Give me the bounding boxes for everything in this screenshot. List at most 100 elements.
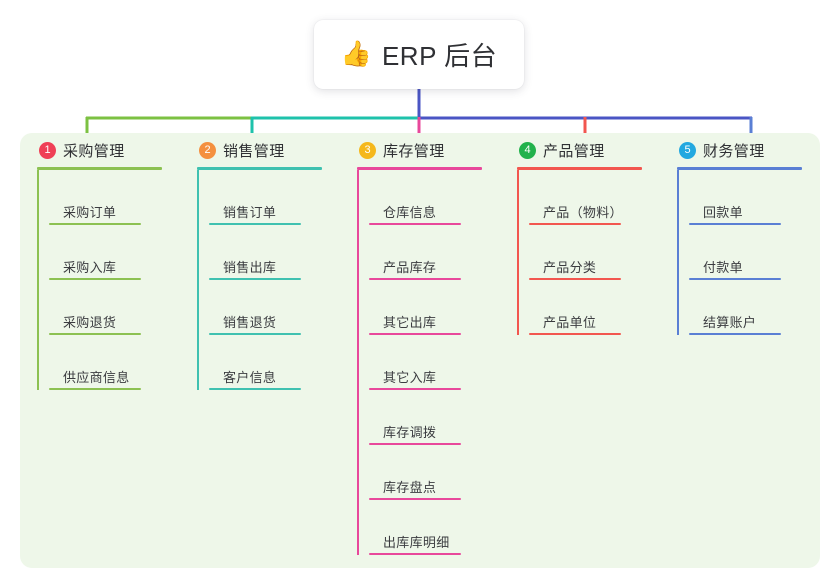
- leaf-item[interactable]: 其它出库: [369, 280, 500, 335]
- leaf-label: 库存调拨: [383, 425, 437, 440]
- leaf-item[interactable]: 产品分类: [529, 225, 660, 280]
- column-header-4[interactable]: 4 产品管理: [517, 133, 660, 167]
- leaf-label: 采购退货: [63, 315, 117, 330]
- leaf-label: 结算账户: [703, 315, 757, 330]
- column-badge-3: 3: [359, 141, 376, 159]
- leaf-rule: [369, 388, 461, 390]
- leaf-spine-2: [197, 170, 199, 390]
- leaf-rule: [369, 443, 461, 445]
- leaf-spine-4: [517, 170, 519, 335]
- leaf-rule: [529, 333, 621, 335]
- leaf-item[interactable]: 采购退货: [49, 280, 180, 335]
- column-header-5[interactable]: 5 财务管理: [677, 133, 820, 167]
- leaf-label: 其它入库: [383, 370, 437, 385]
- leaf-item[interactable]: 其它入库: [369, 335, 500, 390]
- column-title-5: 财务管理: [703, 142, 765, 160]
- column-rule-1: [37, 167, 162, 170]
- column-purchasing: 1 采购管理 采购订单 采购入库 采购退货 供应商信: [20, 133, 180, 568]
- leaf-label: 仓库信息: [383, 205, 437, 220]
- leaf-label: 其它出库: [383, 315, 437, 330]
- column-sales: 2 销售管理 销售订单 销售出库 销售退货 客户信息: [180, 133, 340, 568]
- column-header-2[interactable]: 2 销售管理: [197, 133, 340, 167]
- leaf-item[interactable]: 供应商信息: [49, 335, 180, 390]
- leaf-label: 采购订单: [63, 205, 117, 220]
- leaf-label: 库存盘点: [383, 480, 437, 495]
- leaf-item[interactable]: 库存盘点: [369, 445, 500, 500]
- leaf-spine-5: [677, 170, 679, 335]
- leaf-rule: [209, 388, 301, 390]
- column-header-1[interactable]: 1 采购管理: [37, 133, 180, 167]
- leaf-item[interactable]: 销售出库: [209, 225, 340, 280]
- leaf-rule: [369, 333, 461, 335]
- leaf-rule: [369, 278, 461, 280]
- leaf-item[interactable]: 产品库存: [369, 225, 500, 280]
- thumbs-up-icon: 👍: [340, 40, 372, 68]
- leaf-item[interactable]: 销售订单: [209, 170, 340, 225]
- root-node[interactable]: 👍 ERP 后台: [314, 20, 524, 89]
- leaf-label: 采购入库: [63, 260, 117, 275]
- leaf-rule: [689, 278, 781, 280]
- leaf-item[interactable]: 采购订单: [49, 170, 180, 225]
- leaf-label: 客户信息: [223, 370, 277, 385]
- leaf-label: 出库库明细: [383, 535, 450, 550]
- column-title-3: 库存管理: [383, 142, 445, 160]
- leaf-rule: [49, 223, 141, 225]
- leaf-rule: [49, 333, 141, 335]
- column-badge-5: 5: [679, 141, 696, 159]
- leaf-rule: [689, 223, 781, 225]
- leaf-item[interactable]: 产品（物料）: [529, 170, 660, 225]
- leaf-item[interactable]: 客户信息: [209, 335, 340, 390]
- leaf-label: 产品（物料）: [543, 205, 623, 220]
- leaf-item[interactable]: 出库库明细: [369, 500, 500, 555]
- leaf-group-1: 采购订单 采购入库 采购退货 供应商信息: [37, 170, 180, 390]
- leaf-label: 销售退货: [223, 315, 277, 330]
- leaf-rule: [209, 278, 301, 280]
- leaf-rule: [209, 223, 301, 225]
- leaf-label: 产品库存: [383, 260, 437, 275]
- leaf-item[interactable]: 产品单位: [529, 280, 660, 335]
- column-title-4: 产品管理: [543, 142, 605, 160]
- leaf-rule: [49, 388, 141, 390]
- column-badge-2: 2: [199, 141, 216, 159]
- column-inventory: 3 库存管理 仓库信息 产品库存 其它出库 其它入库: [340, 133, 500, 568]
- leaf-group-3: 仓库信息 产品库存 其它出库 其它入库 库存调拨: [357, 170, 500, 555]
- root-title: ERP 后台: [381, 41, 498, 71]
- column-title-2: 销售管理: [223, 142, 285, 160]
- leaf-rule: [49, 278, 141, 280]
- leaf-label: 付款单: [703, 260, 743, 275]
- leaf-group-5: 回款单 付款单 结算账户: [677, 170, 820, 335]
- leaf-rule: [529, 278, 621, 280]
- column-rule-3: [357, 167, 482, 170]
- leaf-rule: [529, 223, 621, 225]
- leaf-label: 销售出库: [223, 260, 277, 275]
- leaf-rule: [369, 553, 461, 555]
- leaf-item[interactable]: 结算账户: [689, 280, 820, 335]
- leaf-item[interactable]: 采购入库: [49, 225, 180, 280]
- leaf-rule: [369, 498, 461, 500]
- column-rule-4: [517, 167, 642, 170]
- leaf-rule: [209, 333, 301, 335]
- leaf-item[interactable]: 销售退货: [209, 280, 340, 335]
- leaf-rule: [369, 223, 461, 225]
- leaf-group-4: 产品（物料） 产品分类 产品单位: [517, 170, 660, 335]
- column-rule-2: [197, 167, 322, 170]
- column-header-3[interactable]: 3 库存管理: [357, 133, 500, 167]
- leaf-spine-1: [37, 170, 39, 390]
- leaf-item[interactable]: 库存调拨: [369, 390, 500, 445]
- leaf-rule: [689, 333, 781, 335]
- column-badge-1: 1: [39, 141, 56, 159]
- leaf-item[interactable]: 回款单: [689, 170, 820, 225]
- leaf-label: 回款单: [703, 205, 743, 220]
- column-title-1: 采购管理: [63, 142, 125, 160]
- leaf-group-2: 销售订单 销售出库 销售退货 客户信息: [197, 170, 340, 390]
- column-badge-4: 4: [519, 141, 536, 159]
- column-rule-5: [677, 167, 802, 170]
- leaf-label: 销售订单: [223, 205, 277, 220]
- leaf-item[interactable]: 仓库信息: [369, 170, 500, 225]
- leaf-spine-3: [357, 170, 359, 555]
- column-product: 4 产品管理 产品（物料） 产品分类 产品单位: [500, 133, 660, 568]
- leaf-item[interactable]: 付款单: [689, 225, 820, 280]
- content-panel: [20, 133, 820, 568]
- column-container: 1 采购管理 采购订单 采购入库 采购退货 供应商信: [20, 133, 820, 568]
